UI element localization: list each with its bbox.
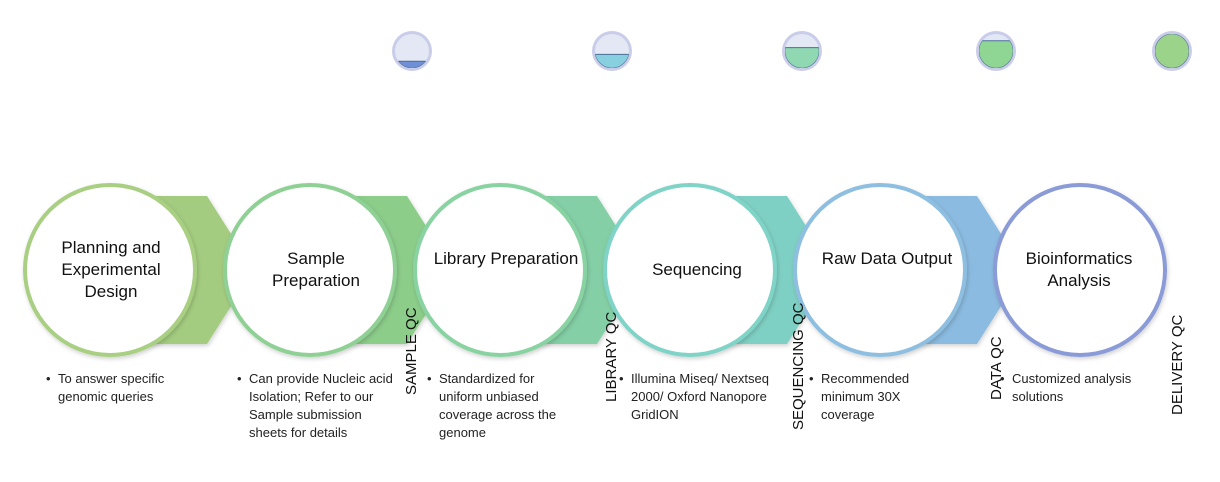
bullet-icon: •	[237, 371, 242, 386]
qc-gauge-library-qc	[592, 31, 632, 71]
stage-desc-text: Recommended minimum 30X coverage	[821, 371, 910, 422]
stage-desc-text: To answer specific genomic queries	[58, 371, 165, 404]
stage-desc-planning: • To answer specific genomic queries	[46, 370, 196, 406]
stage-desc-bioinformatics: • Customized analysis solutions	[1000, 370, 1160, 406]
stage-circle-planning	[23, 183, 197, 357]
stage-desc-text: Illumina Miseq/ Nextseq 2000/ Oxford Nan…	[631, 371, 769, 422]
bullet-icon: •	[46, 371, 51, 386]
bullet-icon: •	[427, 371, 432, 386]
stage-circle-sample-prep	[223, 183, 397, 357]
stage-circle-raw-data	[793, 183, 967, 357]
stage-title-sequencing: Sequencing	[652, 260, 742, 279]
stage-desc-sample-prep: • Can provide Nucleic acid Isolation; Re…	[237, 370, 397, 442]
stage-desc-library-prep: • Standardized for uniform unbiased cove…	[427, 370, 575, 442]
qc-label-sequencing: SEQUENCING QC	[790, 302, 807, 430]
stage-desc-text: Customized analysis solutions	[1012, 371, 1132, 404]
stage-desc-sequencing: • Illumina Miseq/ Nextseq 2000/ Oxford N…	[619, 370, 789, 424]
stage-circle-library-prep	[413, 183, 587, 357]
qc-label-library: LIBRARY QC	[603, 311, 620, 402]
bullet-icon: •	[619, 371, 624, 386]
qc-gauge-sequencing-qc	[782, 31, 822, 71]
qc-gauge-delivery-qc	[1152, 31, 1192, 71]
bullet-icon: •	[1000, 371, 1005, 386]
qc-gauge-data-qc	[976, 31, 1016, 71]
stage-title-planning: Planning and Experimental Design	[61, 238, 161, 301]
qc-gauge-sample-qc	[392, 31, 432, 71]
stage-title-raw-data: Raw Data Output	[821, 249, 953, 268]
stage-title-bioinformatics: Bioinformatics Analysis	[1025, 249, 1133, 290]
stage-desc-raw-data: • Recommended minimum 30X coverage	[809, 370, 934, 424]
stage-title-sample-prep: Sample Preparation	[272, 249, 360, 290]
qc-label-data: DATA QC	[988, 336, 1005, 400]
stage-circle-bioinformatics	[993, 183, 1167, 357]
stage-desc-text: Can provide Nucleic acid Isolation; Refe…	[249, 371, 393, 440]
qc-label-delivery: DELIVERY QC	[1169, 314, 1186, 415]
qc-label-sample: SAMPLE QC	[403, 307, 420, 395]
bullet-icon: •	[809, 371, 814, 386]
stage-circle-sequencing	[603, 183, 777, 357]
stage-desc-text: Standardized for uniform unbiased covera…	[439, 371, 557, 440]
stage-title-library-prep: Library Preparation	[433, 249, 579, 268]
